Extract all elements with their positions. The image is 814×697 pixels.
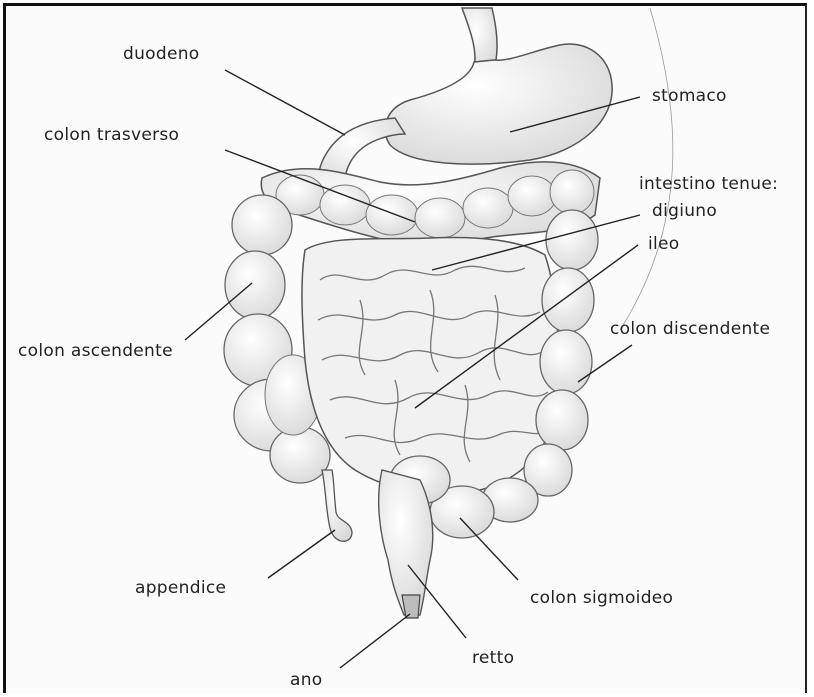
- rectum-shape: [379, 470, 433, 615]
- label-digiuno: digiuno: [652, 203, 717, 220]
- leader-appendice: [268, 530, 335, 578]
- leader-ano: [340, 614, 410, 668]
- label-ileo: ileo: [648, 236, 680, 253]
- label-colon-discendente: colon discendente: [610, 321, 770, 338]
- label-colon-trasverso: colon trasverso: [44, 127, 179, 144]
- leader-duodeno: [225, 70, 345, 135]
- label-intestino-tenue: intestino tenue:: [639, 176, 778, 193]
- label-colon-ascendente: colon ascendente: [18, 343, 173, 360]
- stomach-shape: [385, 44, 612, 164]
- label-retto: retto: [472, 650, 514, 667]
- label-appendice: appendice: [135, 580, 226, 597]
- small-intestine-shape: [302, 238, 558, 494]
- label-stomaco: stomaco: [652, 88, 727, 105]
- leader-colon-sigmoideo: [460, 518, 518, 580]
- label-duodeno: duodeno: [123, 46, 200, 63]
- scan-artifact-line: [620, 8, 673, 330]
- label-colon-sigmoideo: colon sigmoideo: [530, 590, 673, 607]
- appendix-shape: [322, 470, 352, 541]
- label-ano: ano: [290, 672, 323, 689]
